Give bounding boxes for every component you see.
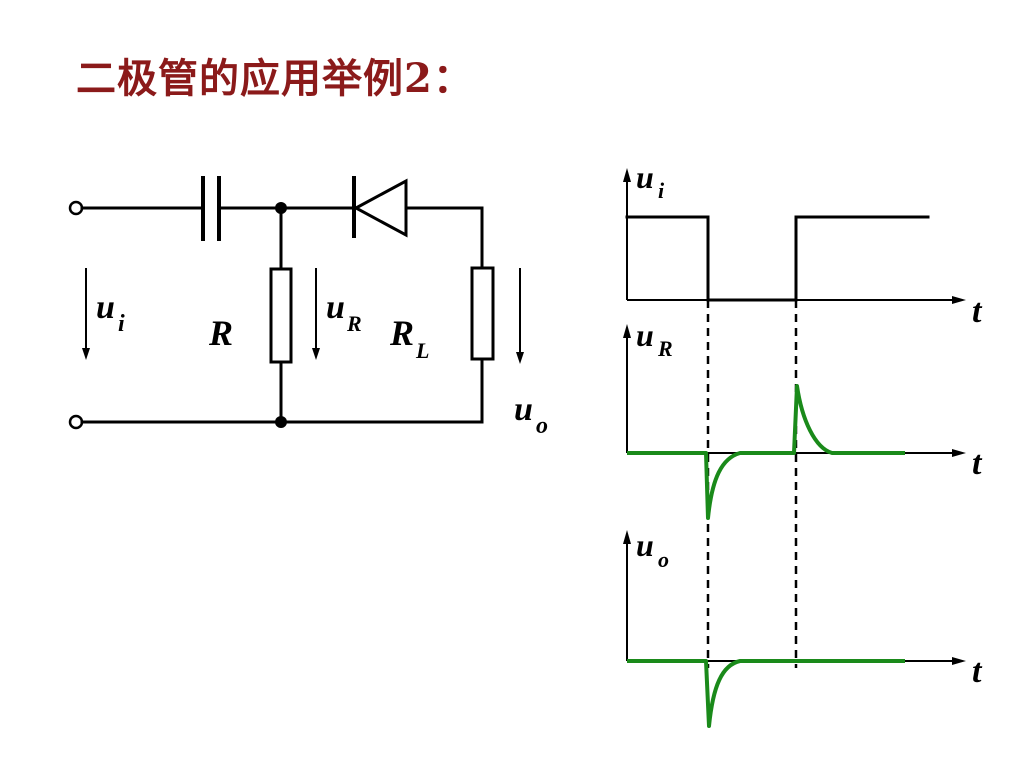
plot-uo-waveform <box>627 659 905 728</box>
plot-ui-xlabel: t <box>972 293 983 330</box>
diode <box>352 176 408 238</box>
plot-ui-x-arrow <box>952 296 966 304</box>
arrow-uR <box>312 268 320 360</box>
plot-uR-ylabel-sub: R <box>657 336 673 361</box>
label-RL: R <box>389 313 414 353</box>
arrow-uo <box>516 268 524 364</box>
input-terminal-bottom <box>68 414 84 430</box>
resistor-R <box>269 267 293 364</box>
plot-uo-y-arrow <box>623 530 631 544</box>
label-R: R <box>208 313 233 353</box>
plot-uR-ylabel: u <box>636 317 654 353</box>
arrow-ui <box>82 268 90 360</box>
plot-uR-waveform <box>627 384 905 520</box>
plot-ui-ylabel-sub: i <box>658 178 665 203</box>
input-terminal-top <box>68 200 84 216</box>
label-uo: u <box>514 391 533 428</box>
label-ui-sub: i <box>118 311 125 337</box>
label-uR-sub: R <box>346 311 362 336</box>
label-ui: u <box>96 289 115 326</box>
circuit-diagram: u i R u R R L u o <box>68 176 548 439</box>
resistor-RL <box>470 266 495 361</box>
label-uR: u <box>326 289 345 326</box>
plot-ui-ylabel: u <box>636 159 654 195</box>
plot-ui: u i t <box>623 159 983 330</box>
plot-ui-waveform <box>625 215 930 302</box>
slide-title: 二极管的应用举例2： <box>76 55 474 102</box>
plot-ui-y-arrow <box>623 168 631 182</box>
plot-uR-xlabel: t <box>972 445 983 482</box>
plot-uR-x-arrow <box>952 449 966 457</box>
plot-uR-y-arrow <box>623 324 631 338</box>
label-uo-sub: o <box>536 413 548 439</box>
plot-uR: u R t <box>623 317 983 520</box>
capacitor <box>201 176 221 241</box>
waveform-plots: u i t u R t u o t <box>623 159 983 728</box>
plot-uo-ylabel-sub: o <box>658 547 669 572</box>
plot-uo: u o t <box>623 527 983 728</box>
wire-top-right <box>404 206 484 270</box>
plot-uo-ylabel: u <box>636 527 654 563</box>
plot-uo-xlabel: t <box>972 653 983 690</box>
label-RL-sub: L <box>415 338 429 363</box>
plot-uo-x-arrow <box>952 657 966 665</box>
